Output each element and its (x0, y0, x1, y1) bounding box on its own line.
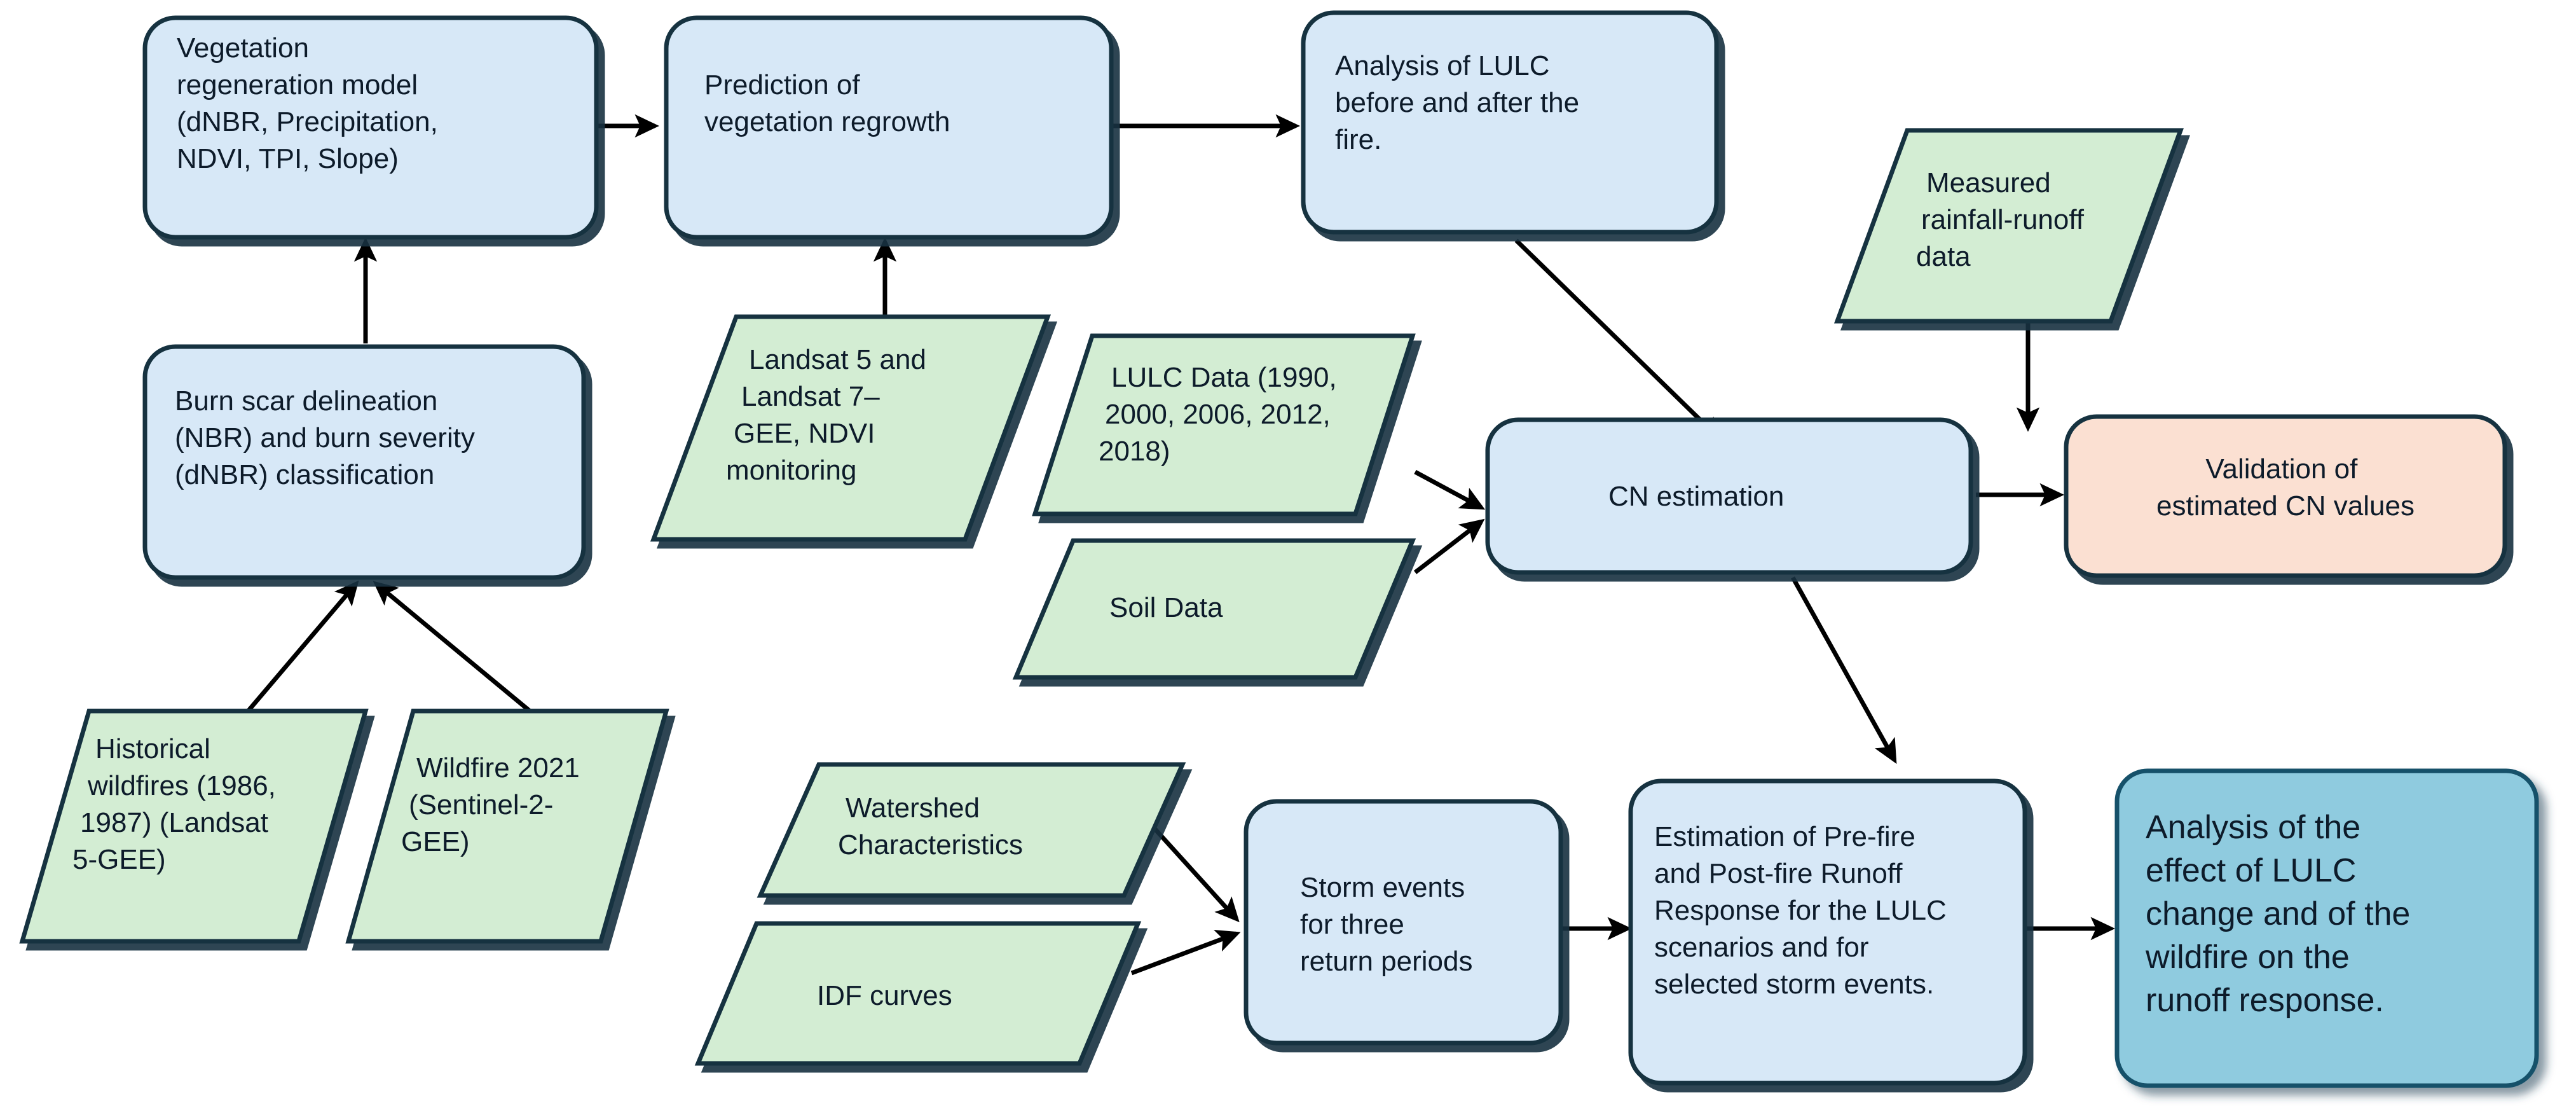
node-measured-rainfall-runoff-data[interactable]: Measured rainfall-runoff data (1833, 128, 2184, 324)
edge-idf-curves-to-storm-events (1130, 930, 1241, 976)
validation-of-estimated-cn-values-box[interactable] (2064, 414, 2507, 578)
node-wildfire-2021[interactable]: Wildfire 2021 (Sentinel-2- GEE) (345, 709, 669, 944)
soil-data-shape[interactable] (1012, 538, 1416, 680)
vegetation-regeneration-model-label: Vegetation regeneration model (dNBR, Pre… (177, 32, 446, 174)
edge-historical-wildfires-to-burn-scar (240, 580, 359, 721)
idf-curves-shape[interactable] (694, 921, 1142, 1066)
idf-curves-label: IDF curves (817, 980, 952, 1011)
estimation-of-runoff-response-box[interactable] (1628, 778, 2027, 1086)
node-idf-curves[interactable]: IDF curves (694, 921, 1142, 1066)
landsat-ndvi-monitoring-shape[interactable] (650, 314, 1052, 542)
analysis-of-effect-label: Analysis of the effect of LULC change an… (2145, 809, 2420, 1019)
soil-data-label: Soil Data (1109, 592, 1223, 623)
cn-estimation-box[interactable] (1485, 417, 1973, 575)
node-analysis-of-effect-on-runoff-response[interactable]: Analysis of the effect of LULC change an… (2114, 768, 2539, 1088)
node-cn-estimation[interactable]: CN estimation (1485, 417, 1973, 575)
edge-cn-estimation-to-runoff-estimation (1790, 576, 1897, 764)
edge-lulc-analysis-to-cn-estimation (1514, 238, 1723, 442)
burn-scar-delineation-box[interactable] (142, 344, 586, 580)
analysis-of-lulc-label: Analysis of LULC before and after the fi… (1335, 50, 1587, 155)
burn-scar-delineation-label: Burn scar delineation (NBR) and burn sev… (175, 385, 483, 490)
node-estimation-of-runoff-response[interactable]: Estimation of Pre-fire and Post-fire Run… (1628, 778, 2027, 1086)
estimation-of-runoff-response-label: Estimation of Pre-fire and Post-fire Run… (1654, 821, 1954, 1000)
edge-wildfire-2021-to-burn-scar (373, 581, 541, 721)
wildfire-2021-label: Wildfire 2021 (Sentinel-2- GEE) (401, 752, 587, 857)
measured-rainfall-runoff-data-label: Measured rainfall-runoff data (1916, 167, 2092, 272)
watershed-characteristics-shape[interactable] (757, 762, 1186, 898)
prediction-of-vegetation-regrowth-label: Prediction of vegetation regrowth (704, 69, 950, 137)
edge-lulc-data-to-cn-estimation (1414, 469, 1486, 510)
edge-layer (240, 114, 2115, 976)
storm-events-label: Storm events for three return periods (1300, 872, 1472, 977)
analysis-of-effect-box[interactable] (2114, 768, 2539, 1088)
landsat-ndvi-monitoring-label: Landsat 5 and Landsat 7– GEE, NDVI monit… (726, 344, 934, 486)
node-analysis-of-lulc-before-after-fire[interactable]: Analysis of LULC before and after the fi… (1301, 10, 1719, 235)
node-lulc-data[interactable]: LULC Data (1990, 2000, 2006, 2012, 2018) (1032, 333, 1416, 516)
measured-rainfall-runoff-data-shape[interactable] (1833, 128, 2184, 324)
edge-soil-data-to-cn-estimation (1413, 518, 1485, 574)
vegetation-regeneration-model-box[interactable] (142, 15, 599, 240)
node-landsat-ndvi-monitoring[interactable]: Landsat 5 and Landsat 7– GEE, NDVI monit… (650, 314, 1052, 542)
node-watershed-characteristics[interactable]: Watershed Characteristics (757, 762, 1186, 898)
node-validation-of-estimated-cn-values[interactable]: Validation of estimated CN values (2064, 414, 2507, 578)
node-historical-wildfires[interactable]: Historical wildfires (1986, 1987) (Lands… (19, 709, 369, 944)
edge-watershed-to-storm-events (1142, 815, 1240, 923)
validation-of-estimated-cn-values-label: Validation of estimated CN values (2156, 453, 2415, 522)
lulc-data-shape[interactable] (1032, 333, 1416, 516)
analysis-of-lulc-box[interactable] (1301, 10, 1719, 235)
historical-wildfires-label: Historical wildfires (1986, 1987) (Lands… (72, 733, 284, 875)
node-soil-data[interactable]: Soil Data (1012, 538, 1416, 680)
node-prediction-of-vegetation-regrowth[interactable]: Prediction of vegetation regrowth (664, 15, 1114, 240)
wildfire-2021-shape[interactable] (345, 709, 669, 944)
watershed-characteristics-label: Watershed Characteristics (838, 792, 1023, 861)
node-vegetation-regeneration-model[interactable]: Vegetation regeneration model (dNBR, Pre… (142, 15, 599, 240)
cn-estimation-label: CN estimation (1608, 481, 1784, 512)
node-storm-events-three-return-periods[interactable]: Storm events for three return periods (1243, 799, 1563, 1046)
lulc-data-label: LULC Data (1990, 2000, 2006, 2012, 2018) (1099, 362, 1345, 467)
node-burn-scar-delineation[interactable]: Burn scar delineation (NBR) and burn sev… (142, 344, 586, 580)
prediction-of-vegetation-regrowth-box[interactable] (664, 15, 1114, 240)
historical-wildfires-shape[interactable] (19, 709, 369, 944)
storm-events-box[interactable] (1243, 799, 1563, 1046)
